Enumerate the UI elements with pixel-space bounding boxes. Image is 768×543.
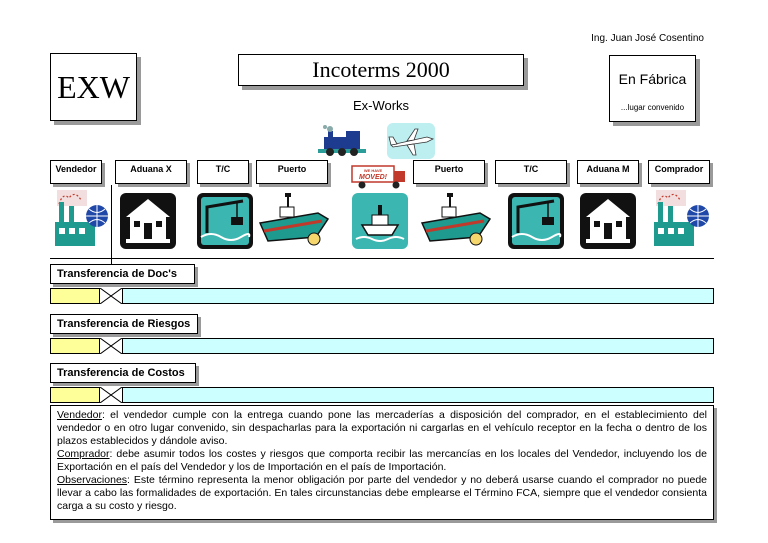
- plane-icon: [387, 123, 435, 159]
- factory-icon: [53, 188, 111, 248]
- factory-icon-buyer: [652, 188, 712, 248]
- docs-seller-segment: [50, 288, 100, 304]
- stage-label-tc-dest: T/C: [495, 160, 567, 184]
- truck-icon: WE HAVE MOVED!: [351, 165, 405, 189]
- stage-label-puerto-origin: Puerto: [256, 160, 328, 184]
- risks-seller-segment: [50, 338, 100, 354]
- stage-label-vendedor: Vendedor: [50, 160, 102, 184]
- risks-transfer-bar: [50, 338, 714, 354]
- ship-icon-dest: [420, 193, 492, 249]
- stage-label-puerto-dest: Puerto: [413, 160, 485, 184]
- train-icon: [316, 125, 368, 159]
- costs-buyer-segment: [122, 387, 714, 403]
- author-credit: Ing. Juan José Cosentino: [591, 33, 704, 44]
- note-key-observaciones: Observaciones: [57, 474, 128, 486]
- costs-seller-segment: [50, 387, 100, 403]
- stage-label-aduana-m: Aduana M: [577, 160, 639, 184]
- note-vendedor: Vendedor: el vendedor cumple con la entr…: [57, 409, 707, 448]
- stage-label-aduana-x: Aduana X: [115, 160, 187, 184]
- ship-icon-origin: [258, 193, 330, 249]
- ship-icon-sea: [352, 193, 408, 249]
- note-key-comprador: Comprador: [57, 448, 110, 460]
- delivery-place-sub: ...lugar convenido: [620, 103, 685, 112]
- notes-box: Vendedor: el vendedor cumple con la entr…: [50, 405, 714, 520]
- timeline-baseline: [50, 258, 714, 259]
- page-subtitle: Ex-Works: [352, 98, 410, 113]
- costs-transfer-bar: [50, 387, 714, 403]
- delivery-place-box: En Fábrica ...lugar convenido: [609, 55, 696, 122]
- docs-transfer-marker: [100, 288, 122, 304]
- note-text-observaciones: : Este término representa la menor oblig…: [57, 474, 707, 512]
- transfer-point-line: [111, 185, 112, 265]
- docs-buyer-segment: [122, 288, 714, 304]
- customs-building-icon-x: [120, 193, 176, 249]
- delivery-place-main: En Fábrica: [618, 71, 687, 87]
- section-label-costs: Transferencia de Costos: [50, 363, 196, 383]
- risks-transfer-marker: [100, 338, 122, 354]
- crane-icon-origin: [197, 193, 253, 249]
- page-title: Incoterms 2000: [238, 54, 524, 86]
- note-text-vendedor: : el vendedor cumple con la entrega cuan…: [57, 409, 707, 447]
- customs-building-icon-m: [580, 193, 636, 249]
- note-comprador: Comprador: debe asumir todos los costes …: [57, 448, 707, 474]
- note-key-vendedor: Vendedor: [57, 409, 102, 421]
- crane-icon-dest: [508, 193, 564, 249]
- stage-label-tc-origin: T/C: [197, 160, 249, 184]
- stage-label-comprador: Comprador: [648, 160, 710, 184]
- risks-buyer-segment: [122, 338, 714, 354]
- note-observaciones: Observaciones: Este término representa l…: [57, 474, 707, 513]
- section-label-docs: Transferencia de Doc's: [50, 264, 195, 284]
- section-label-risks: Transferencia de Riesgos: [50, 314, 198, 334]
- incoterm-code-box: EXW: [50, 53, 137, 121]
- docs-transfer-bar: [50, 288, 714, 304]
- costs-transfer-marker: [100, 387, 122, 403]
- truck-small-text: WE HAVE: [364, 168, 383, 173]
- note-text-comprador: : debe asumir todos los costes y riesgos…: [57, 448, 707, 473]
- truck-main-text: MOVED!: [359, 174, 388, 181]
